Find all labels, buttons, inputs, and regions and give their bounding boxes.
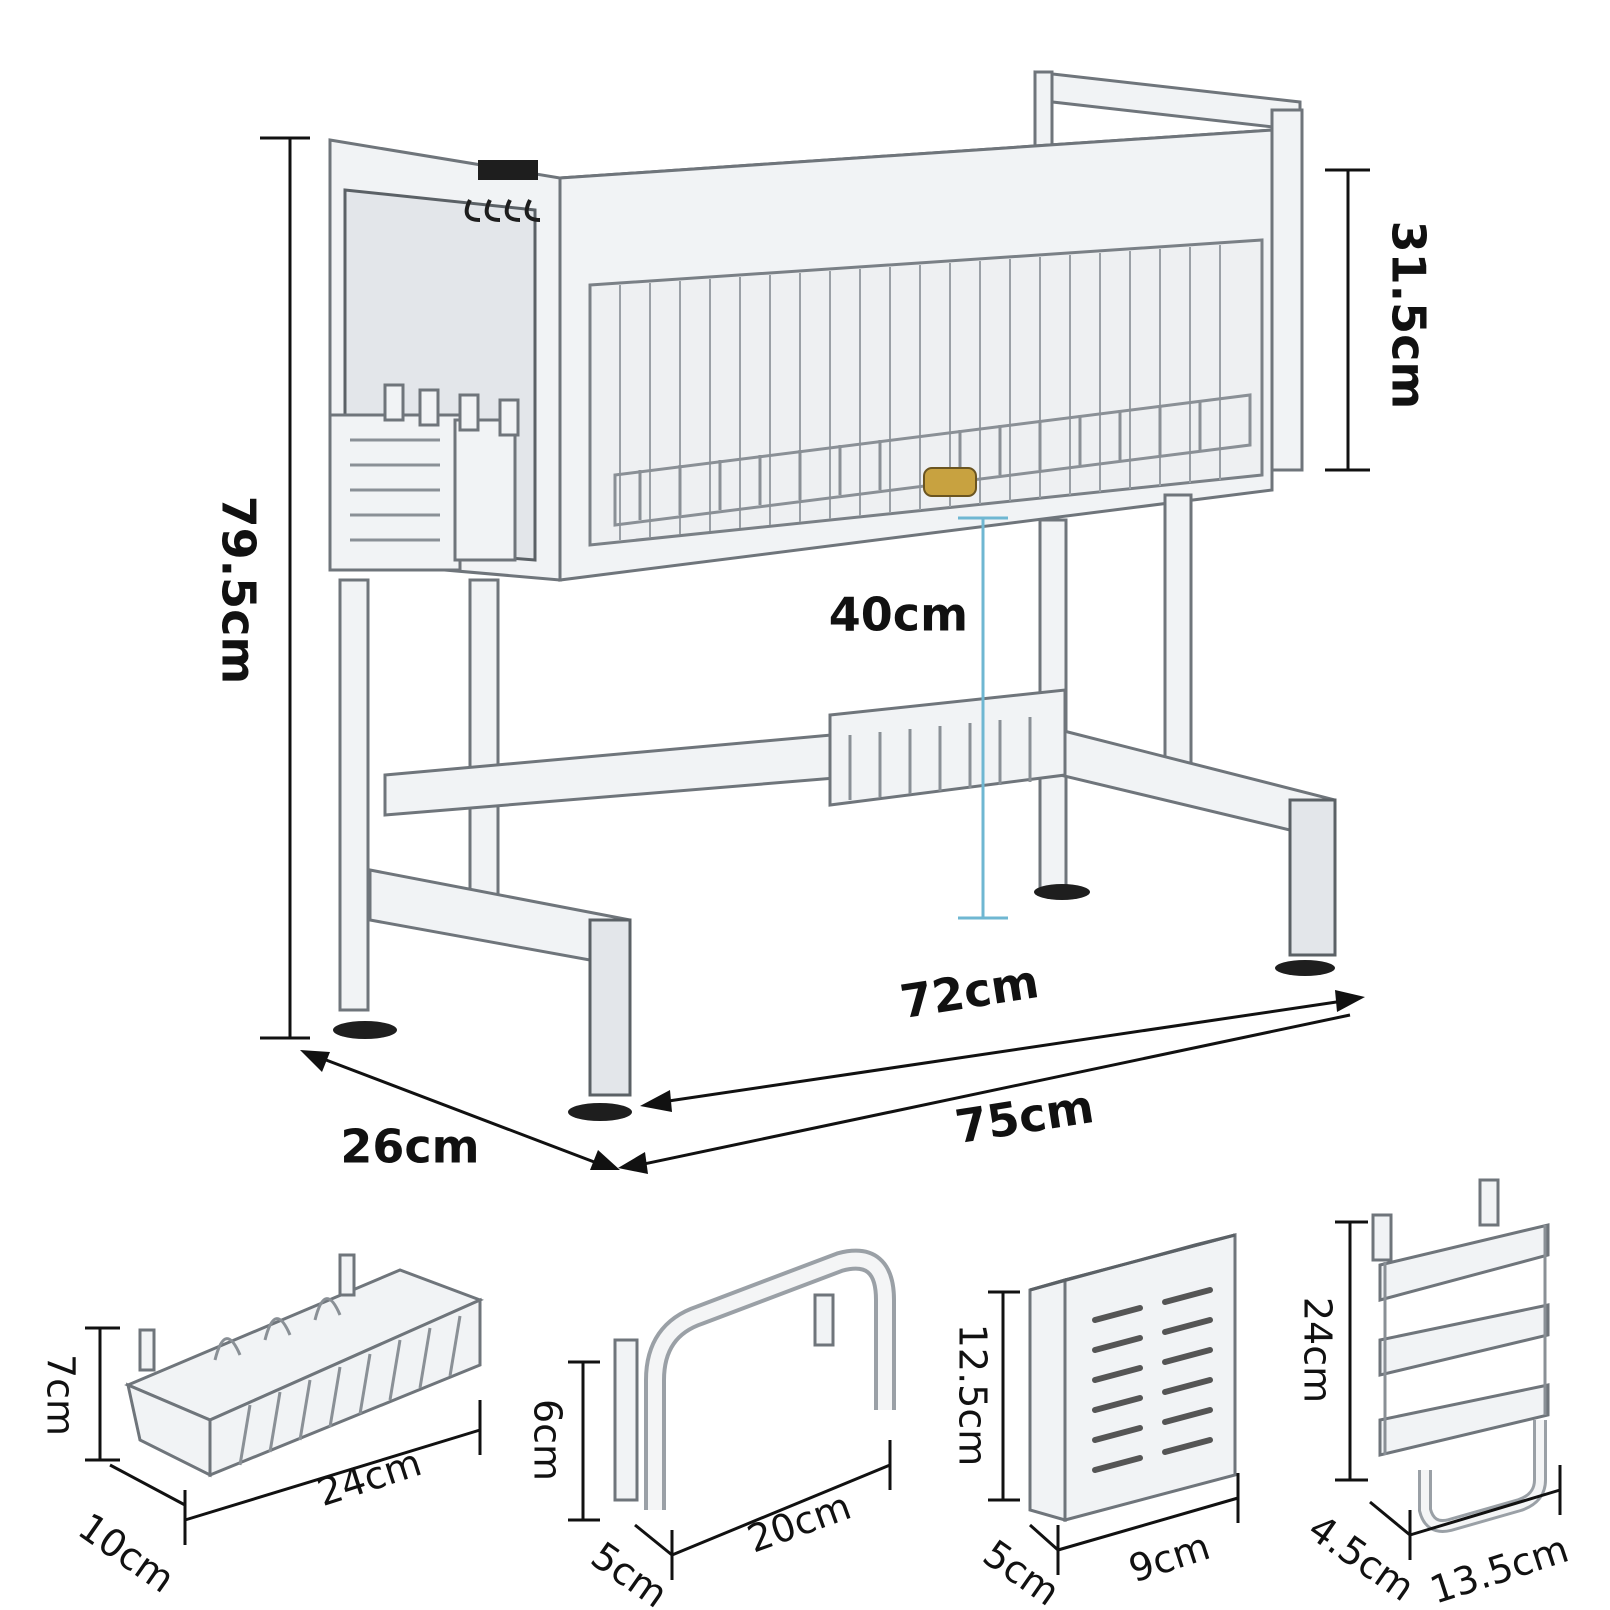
utensil-holder-height-label: 12.5cm xyxy=(951,1324,995,1467)
utensil-holder-width-label: 9cm xyxy=(1123,1524,1215,1591)
dimension-cabinet-height: 31.5cm xyxy=(1325,168,1436,472)
dimension-depth: 26cm xyxy=(300,1050,648,1174)
sponge-basket-height-label: 7cm xyxy=(39,1354,83,1436)
door-ribbing xyxy=(619,245,1221,540)
towel-bar-width-label: 20cm xyxy=(742,1484,857,1562)
towel-bar-accessory xyxy=(613,1248,896,1510)
towel-bar-dimensions: 6cm 5cm 20cm xyxy=(526,1360,892,1610)
knife-holder-depth-label: 4.5cm xyxy=(1300,1506,1422,1610)
knife-holder-accessory xyxy=(1371,1178,1550,1533)
utensil-holder-depth-label: 5cm xyxy=(975,1531,1067,1610)
mounted-utensil-holder xyxy=(328,383,520,572)
sponge-basket-accessory xyxy=(124,1253,484,1478)
dimension-total-height: 79.5cm xyxy=(212,136,310,1040)
door-knob xyxy=(923,467,977,497)
mounted-sponge-basket xyxy=(828,688,1067,807)
total-height-label: 79.5cm xyxy=(212,496,266,685)
sponge-basket-width-label: 24cm xyxy=(312,1440,427,1515)
inner-width-label: 72cm xyxy=(896,954,1042,1029)
clearance-height-label: 40cm xyxy=(829,588,968,642)
sponge-basket-wires xyxy=(213,1297,462,1466)
knife-holder-width-label: 13.5cm xyxy=(1425,1527,1574,1610)
sponge-basket-depth-label: 10cm xyxy=(70,1504,182,1601)
utensil-holder-dimensions: 12.5cm 5cm 9cm xyxy=(951,1290,1240,1610)
side-hooks xyxy=(464,160,541,222)
cabinet-height-label: 31.5cm xyxy=(1382,221,1436,410)
utensil-holder-accessory xyxy=(1028,1233,1237,1522)
dish-rack-illustration xyxy=(328,70,1337,1121)
outer-width-label: 75cm xyxy=(951,1079,1097,1154)
dimension-clearance-height: 40cm xyxy=(829,516,1008,920)
utensil-holder-slots xyxy=(1092,1287,1213,1473)
knife-holder-height-label: 24cm xyxy=(1296,1297,1340,1403)
depth-label: 26cm xyxy=(340,1120,479,1174)
towel-bar-height-label: 6cm xyxy=(526,1399,570,1481)
